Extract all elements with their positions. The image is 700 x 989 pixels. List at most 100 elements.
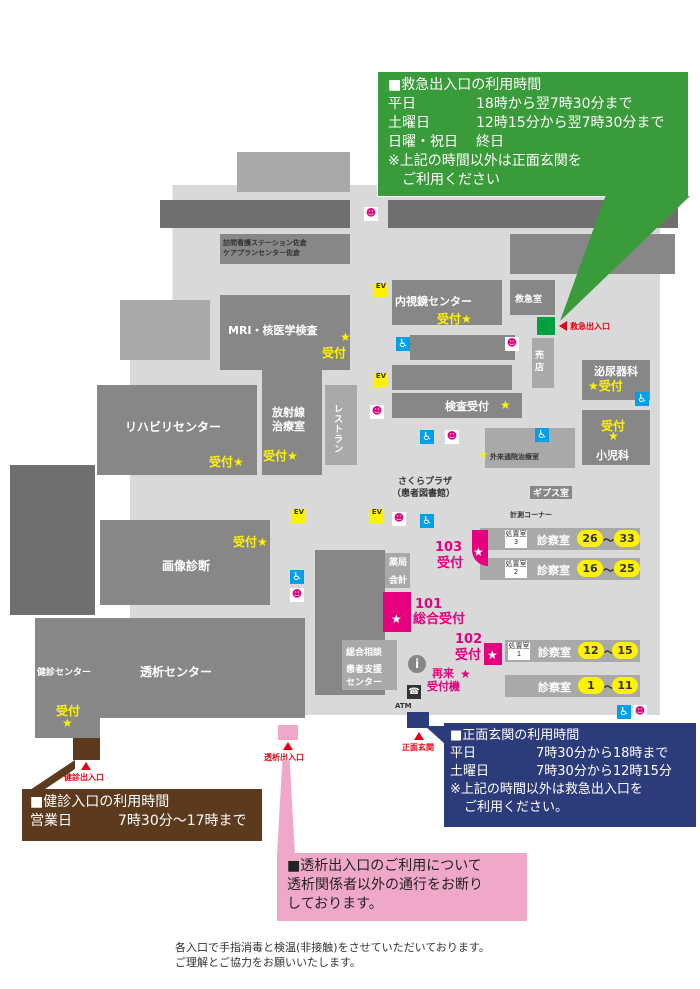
label-rehab: リハビリセンター: [125, 420, 222, 434]
checkup-hours-title: ■健診入口の利用時間: [30, 794, 170, 810]
accessible-icon: ♿: [396, 337, 410, 351]
dialysis-line-2: しております。: [287, 896, 383, 912]
exam-row-1: [505, 675, 640, 697]
block-left-small: [120, 300, 210, 360]
block-emergency-room: [510, 280, 555, 315]
revisit-machine-star: ★: [460, 667, 471, 681]
main-entrance-arrow: [414, 732, 424, 740]
exam-row-12: [505, 640, 640, 662]
emergency-entrance-arrow: [559, 321, 567, 331]
exam-range-1-sep: ～: [604, 681, 615, 694]
treatment-room-3: 処置室3: [505, 530, 527, 548]
counter-103-number: 103: [435, 540, 463, 555]
emergency-hours-row-holiday: 日曜・祝日終日: [388, 134, 504, 150]
label-pediatrics: 小児科: [596, 449, 629, 462]
counter-102-label: 受付: [455, 648, 482, 663]
reception-pediatrics-star: ★: [608, 429, 619, 443]
reception-mri: 受付: [322, 346, 347, 360]
label-patient-support-1: 患者支援: [346, 665, 383, 675]
label-emergency-room: 救急室: [515, 295, 543, 305]
label-sakura-plaza: さくらプラザ: [398, 477, 453, 487]
revisit-machine-2: 受付機: [427, 680, 460, 693]
restroom-icon: ☻: [370, 405, 384, 419]
accessible-icon: ♿: [617, 705, 631, 719]
restroom-icon: ☻: [392, 512, 406, 526]
exam-range-12-from: 12: [578, 642, 604, 659]
label-mri: MRI・核医学検査: [228, 324, 318, 337]
block-mri: [220, 295, 350, 370]
block-pediatrics: [582, 410, 650, 465]
reception-rehab: 受付★: [209, 455, 244, 469]
exam-range-12-to: 15: [612, 642, 638, 659]
label-visiting-nurse: 訪問看護ステーション佐倉: [223, 239, 307, 247]
dialysis-entrance-arrow: [283, 742, 293, 750]
block-restaurant: [325, 385, 357, 465]
label-dialysis-center: 透析センター: [140, 665, 213, 679]
block-chemo: [485, 428, 575, 468]
treatment-room-2: 処置室2: [505, 560, 527, 578]
exam-range-26-from: 26: [577, 530, 603, 547]
reception-imaging: 受付★: [233, 535, 268, 549]
label-checkup-center: 健診センター: [37, 668, 92, 678]
checkup-entrance-label: 健診出入口: [64, 773, 104, 782]
footer-line-2: ご理解とご協力をお願いいたします。: [175, 956, 361, 969]
accessible-icon: ♿: [420, 430, 434, 444]
exam-range-12-sep: ～: [604, 646, 615, 659]
emergency-entrance-label: 救急出入口: [570, 322, 610, 331]
label-exam-room-16: 診察室: [537, 564, 570, 577]
block-radiation: [262, 365, 322, 475]
block-far-left: [10, 465, 95, 615]
reception-inspection-star: ★: [500, 398, 511, 412]
main-hours-title: ■正面玄関の利用時間: [450, 728, 580, 743]
footer-notice: 各入口で手指消毒と検温(非接触)をさせていただいております。 ご理解とご協力をお…: [175, 940, 490, 970]
label-gips: ギプス室: [530, 486, 573, 499]
label-atm: ATM: [395, 702, 412, 710]
restroom-icon: ☻: [445, 430, 459, 444]
treatment-room-1: 処置室1: [508, 642, 530, 660]
revisit-machine-1: 再来: [432, 667, 454, 680]
general-reception-counter: [383, 592, 411, 632]
reception-chemo-star: ★: [479, 450, 488, 461]
dialysis-door-marker: [278, 725, 298, 740]
block-shop: [532, 338, 554, 388]
block-endoscopy: [392, 280, 502, 325]
main-door-marker: [407, 712, 429, 728]
elevator-icon: EV: [370, 509, 384, 523]
dialysis-title: ■透析出入口のご利用について: [287, 858, 482, 874]
block-mid-2: [392, 365, 512, 390]
block-consult: [342, 640, 397, 690]
dialysis-panel: ■透析出入口のご利用について 透析関係者以外の通行をお断り しております。: [277, 853, 527, 921]
main-hours-note-1: ※上記の時間以外は救急出入口を: [450, 782, 643, 797]
restroom-icon: ☻: [364, 207, 378, 221]
label-cashier: 会計: [389, 576, 408, 586]
accessible-icon: ♿: [420, 514, 434, 528]
label-exam-room-1: 診察室: [538, 681, 571, 694]
block-imaging: [100, 520, 270, 605]
block-pharmacy: [385, 553, 410, 588]
reception-103-counter: [472, 530, 488, 566]
counter-102-number: 102: [455, 632, 483, 647]
label-radiation-2: 治療室: [272, 420, 305, 433]
elevator-icon: EV: [292, 509, 306, 523]
label-exam-room-12: 診察室: [538, 646, 571, 659]
block-top-left: [237, 152, 350, 192]
accessible-icon: ♿: [635, 392, 649, 406]
info-icon: i: [408, 655, 426, 673]
block-mid-1: [410, 335, 515, 360]
accessible-icon: ♿: [290, 570, 304, 584]
checkup-entrance-arrow: [81, 762, 91, 770]
emergency-hours-note-1: ※上記の時間以外は正面玄関を: [388, 153, 582, 169]
exam-range-16-sep: ～: [603, 564, 614, 577]
label-inspection-reception: 検査受付: [445, 400, 489, 413]
reception-endoscopy: 受付★: [437, 312, 472, 326]
reception-radiation: 受付★: [263, 449, 298, 463]
reception-urology: ★受付: [588, 379, 623, 393]
reception-102-counter: [484, 643, 502, 665]
exam-range-26-sep: ～: [603, 534, 614, 547]
restroom-icon: ☻: [633, 705, 647, 719]
